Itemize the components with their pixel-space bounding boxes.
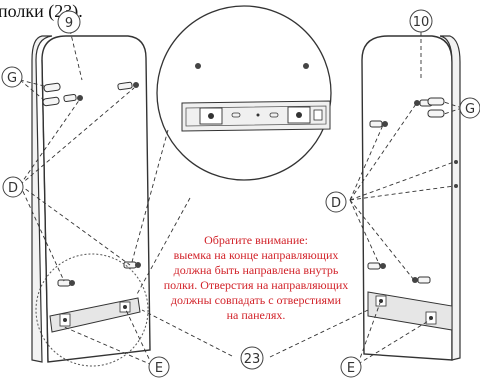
- left-rail: [49, 297, 141, 333]
- svg-text:10: 10: [413, 15, 430, 30]
- callout-e-right: E: [340, 356, 362, 378]
- svg-text:D: D: [8, 181, 18, 196]
- note-line-5: должны совпадать с отверстиями: [171, 293, 342, 307]
- note-line-3: должна быть направлена внутрь: [174, 263, 339, 277]
- note-line-1: Обратите внимание:: [204, 233, 308, 247]
- callout-g-left: G: [1, 66, 23, 88]
- svg-text:9: 9: [65, 16, 73, 31]
- svg-text:D: D: [331, 196, 341, 211]
- magnifier-connector-left: [131, 129, 169, 263]
- left-dowels: [42, 81, 141, 287]
- callout-g-right: G: [459, 97, 480, 119]
- callout-e-left: E: [148, 356, 170, 378]
- callout-23: 23: [240, 346, 264, 370]
- svg-text:E: E: [347, 361, 355, 376]
- svg-text:E: E: [155, 361, 163, 376]
- attention-note: Обратите внимание: выемка на конце напра…: [164, 233, 349, 322]
- callout-d-left: D: [2, 176, 24, 198]
- callout-d-right: D: [325, 191, 347, 213]
- svg-text:G: G: [7, 71, 17, 86]
- note-line-6: на панелях.: [227, 308, 286, 322]
- note-line-2: выемка на конце направляющих: [174, 248, 339, 262]
- callout-9: 9: [57, 10, 81, 34]
- svg-text:G: G: [465, 102, 475, 117]
- zoom-region-circle: [35, 253, 149, 367]
- leader-lines: [19, 29, 463, 366]
- note-line-4: полки. Отверстия на направляющих: [164, 278, 349, 292]
- right-rail: [367, 291, 453, 331]
- detail-magnifier: [156, 5, 332, 181]
- magnifier-connector-right: [135, 197, 191, 297]
- svg-text:23: 23: [244, 352, 261, 367]
- callout-10: 10: [409, 9, 433, 33]
- right-dowels: [367, 97, 458, 284]
